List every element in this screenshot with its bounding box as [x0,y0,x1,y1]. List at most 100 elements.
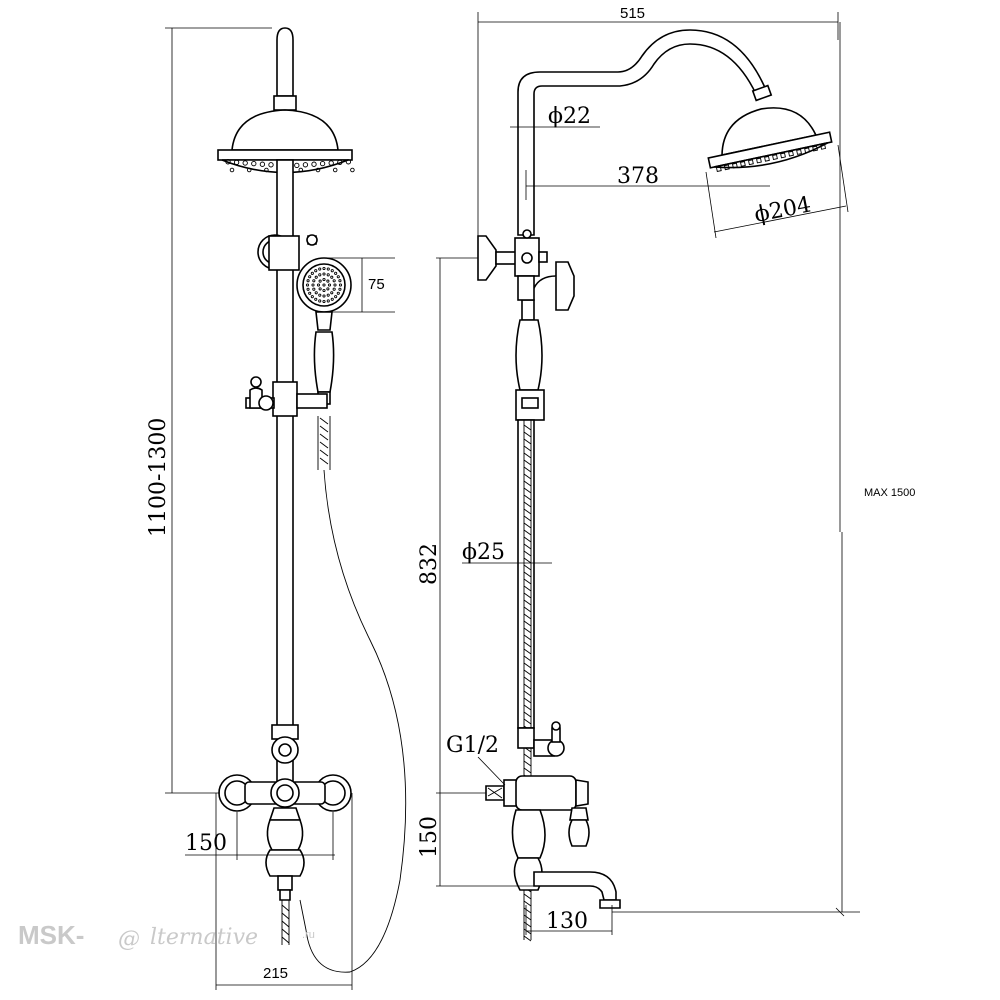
hose-tick [523,529,532,536]
nozzle [318,267,322,271]
nozzle [306,279,310,283]
nozzle [306,287,310,291]
dim-lower-pipe-label: ϕ25 [462,540,505,565]
nozzle [225,159,231,165]
watermark-brand-symbol: @ [118,927,140,952]
hose-tick [523,914,532,921]
nozzle [246,167,252,173]
nozzle [322,288,326,293]
nozzle [772,154,778,161]
hose-tick [523,522,532,529]
nozzle [748,159,754,166]
dim-head-diameter-label: ϕ204 [752,192,813,227]
nozzle [312,279,316,283]
hose-tick [523,641,532,648]
nozzle [326,287,330,291]
hose-tick [523,690,532,697]
nozzle [314,275,318,279]
nozzle [322,299,326,304]
dim-rail-height-label: 832 [417,543,442,585]
dim-base-width: 215 [215,793,353,990]
mixer-valve-front [218,774,352,945]
hose-tick [523,634,532,641]
side-rail-pipe [517,419,535,729]
nozzle [338,283,343,287]
hand-shower-side [515,261,575,391]
dim-max-height-label: MAX 1500 [864,487,915,499]
dim-spout-height: 150 [417,793,534,887]
hose-tick [523,599,532,606]
hose-tick [523,662,532,669]
nozzle [316,283,321,287]
nozzle [259,161,266,167]
hose-tick [523,921,532,928]
hose-tick [523,452,532,459]
nozzle [336,275,340,279]
dim-front-height-label: 1100-1300 [146,418,171,537]
dim-inlet: G1/2 [446,733,506,786]
nozzle [312,287,316,291]
nozzle [336,291,340,295]
wall-bracket-upper [477,229,548,281]
nozzle [337,159,343,166]
dim-hand-shower: 75 [324,257,395,313]
nozzle [326,293,330,297]
hose-tick [523,711,532,718]
nozzle [332,167,338,173]
hose-tick [523,459,532,466]
hose-tick [523,935,532,942]
nozzle [314,269,318,273]
nozzle [315,167,321,173]
hose-upper [317,416,331,470]
nozzle [330,291,334,295]
nozzle [328,160,334,166]
nozzle [268,162,274,168]
hose-tick [523,676,532,683]
dim-spout-height-label: 150 [417,816,442,858]
nozzle [345,159,352,165]
nozzle [326,267,330,271]
nozzle [723,164,730,171]
hose-tick [523,564,532,571]
nozzle [326,299,330,303]
diverter-side [517,721,565,757]
nozzle [334,271,338,275]
hose-tick [523,697,532,704]
dim-inlet-label: G1/2 [446,733,499,758]
dim-base-width-label: 215 [263,965,288,982]
hose-tick [523,550,532,557]
nozzle [338,287,342,291]
shower-head-side [707,107,833,172]
hose-tick [523,543,532,550]
nozzle [318,299,322,303]
hose-tick [523,466,532,473]
watermark-brand-left: MSK- [18,920,84,950]
nozzle [318,293,322,297]
nozzle [305,283,310,287]
hand-shower-front [296,257,352,405]
hand-shower-holder [257,234,318,271]
nozzle [731,162,738,169]
nozzle [302,162,309,168]
top-riser-pipe [276,27,294,97]
nozzle [764,155,770,162]
dim-max-height: MAX 1500 [612,22,915,917]
hose-tick [523,718,532,725]
hose-tick [523,592,532,599]
nozzle [242,160,248,166]
hose-tick [523,704,532,711]
nozzle [812,145,818,152]
dim-front-height: 1100-1300 [146,27,272,794]
dim-rail-height: 832 [417,257,486,794]
watermark-brand-right: lternative [150,925,258,950]
hose-tick [523,655,532,662]
dim-hand-shower-label: 75 [368,276,385,293]
bath-spout [533,871,617,901]
hose-tick [523,648,532,655]
nozzle [327,283,332,287]
nozzle [326,279,330,283]
hose-tick [523,431,532,438]
dim-spout-reach: 130 [525,905,613,935]
dim-valve-centers: 150 [185,812,335,860]
nozzle [715,166,722,172]
